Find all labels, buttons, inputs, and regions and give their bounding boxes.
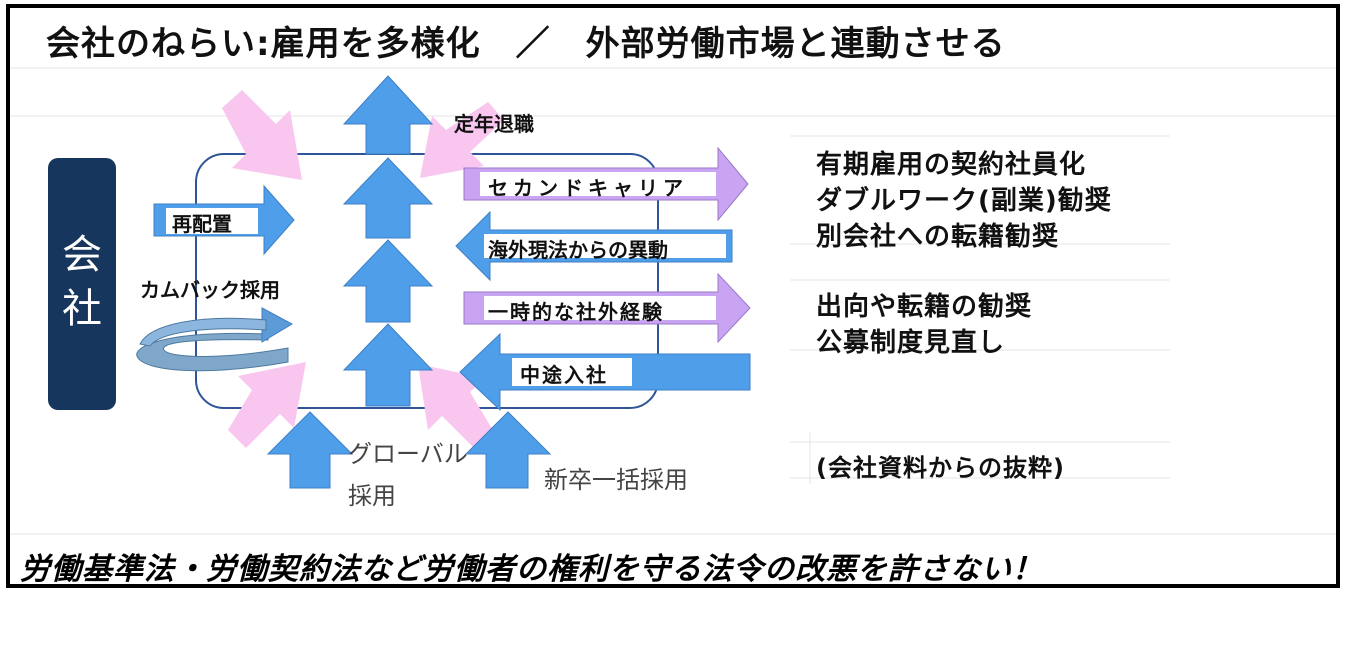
global-hiring-arrow (266, 411, 354, 489)
company-label-1: 会 (62, 232, 102, 278)
label-retirement: 定年退職 (454, 112, 534, 136)
pink-arrow-bottom-left (228, 362, 306, 448)
label-graduate-hiring: 新卒一括採用 (544, 466, 688, 494)
up-arrow-2 (342, 157, 434, 239)
label-global-hiring-1: グローバル (348, 440, 468, 468)
comeback-arrow (136, 307, 294, 372)
company-box: 会 社 (48, 158, 116, 410)
policy-3: 別会社への転籍勧奨 (816, 222, 1060, 252)
up-arrow-1 (342, 75, 434, 155)
vertical-arrow-stack (342, 75, 434, 407)
label-temporary-external: 一時的な社外経験 (488, 300, 664, 324)
label-overseas-transfer: 海外現法からの異動 (488, 238, 668, 262)
policy-4: 出向や転籍の勧奨 (816, 292, 1033, 322)
policy-5: 公募制度見直し (816, 328, 1006, 358)
label-second-career: セカンドキャリア (488, 176, 688, 200)
page-title: 会社のねらい:雇用を多様化 ／ 外部労働市場と連動させる (46, 24, 1006, 64)
pink-arrow-top-left (222, 90, 302, 180)
policy-2: ダブルワーク(副業)勧奨 (816, 186, 1112, 216)
company-label-2: 社 (62, 286, 102, 332)
slide-frame: 会社のねらい:雇用を多様化 ／ 外部労働市場と連動させる 会 社 定年退職 セカ… (6, 4, 1340, 588)
pink-arrow-top-right (420, 102, 504, 178)
label-comeback-hiring: カムバック採用 (140, 278, 280, 302)
graduate-hiring-arrow (464, 411, 552, 489)
label-global-hiring-2: 採用 (348, 482, 396, 510)
label-mid-career: 中途入社 (520, 363, 608, 387)
up-arrow-3 (342, 239, 434, 323)
footer-slogan: 労働基準法・労働契約法など労働者の権利を守る法令の改悪を許さない！ (20, 552, 1043, 587)
arrow-label-boxes (166, 172, 726, 386)
bottom-inflow-arrows (266, 411, 552, 489)
policy-1: 有期雇用の契約社員化 (816, 150, 1087, 180)
diagram-canvas (10, 67, 1336, 535)
up-arrow-4 (342, 323, 434, 407)
source-note: (会社資料からの抜粋) (816, 454, 1065, 482)
label-reassign: 再配置 (172, 212, 232, 236)
